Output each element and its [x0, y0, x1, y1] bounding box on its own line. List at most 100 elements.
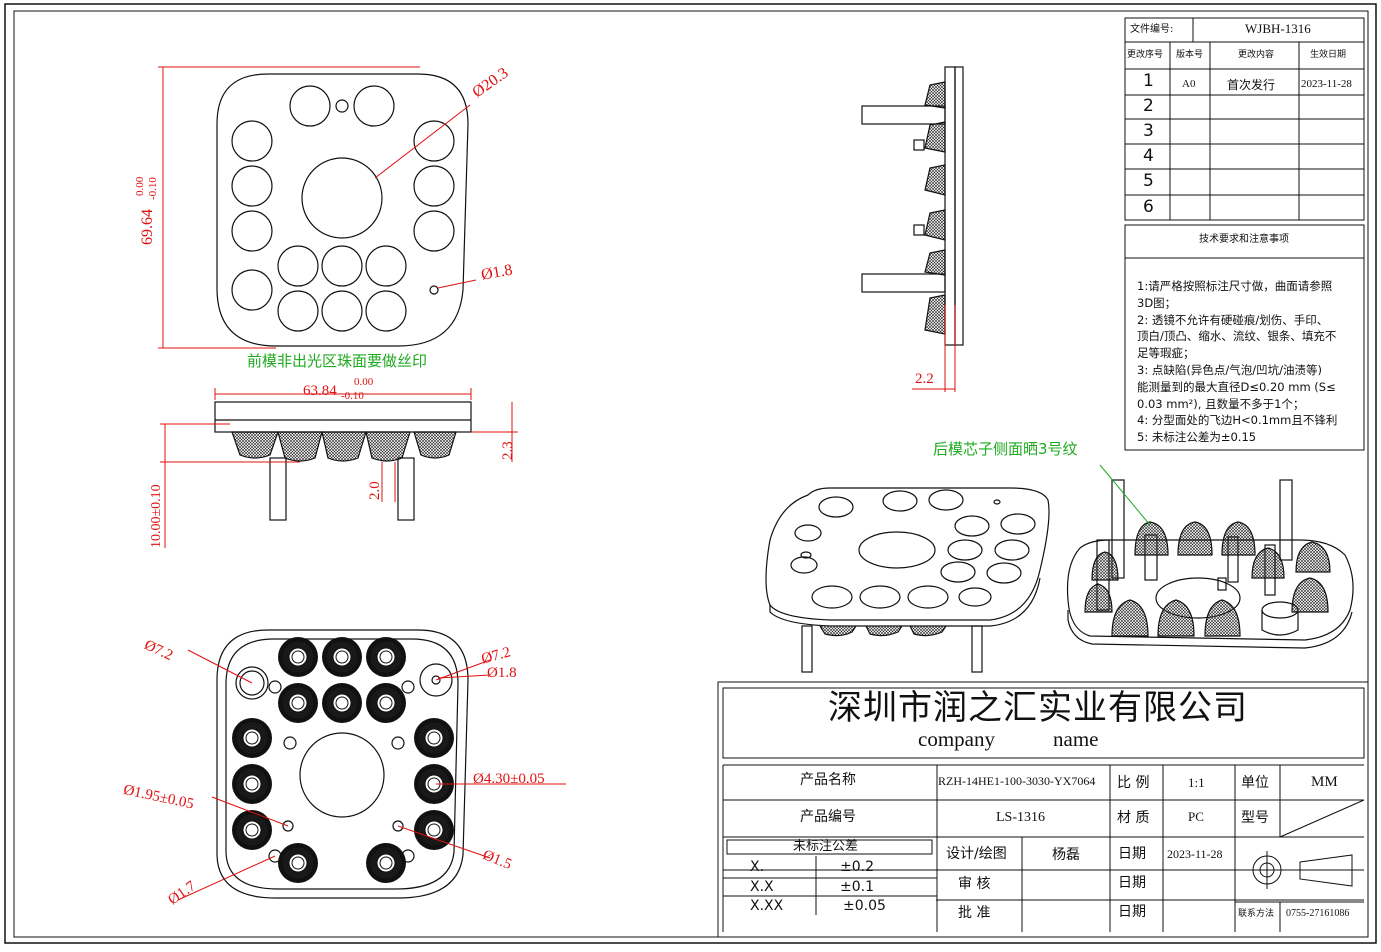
designer-name: 杨磊 — [1052, 847, 1080, 863]
led-lens — [232, 718, 272, 758]
dim-bottom-d18: Ø1.8 — [487, 665, 517, 681]
tech-notes-title: 技术要求和注意事项 — [1199, 234, 1289, 245]
doc-no: WJBH-1316 — [1245, 21, 1311, 36]
rear-mold-note: 后模芯子侧面晒3号纹 — [933, 440, 1078, 458]
tech-note-line: 顶白/顶凸、缩水、流纹、银条、填充不 — [1137, 329, 1337, 344]
side-view-dimensions — [160, 388, 518, 548]
dim-width-tol-lower: -0.10 — [341, 390, 364, 402]
date-value-1: 2023-11-28 — [1167, 847, 1223, 861]
top-view — [216, 73, 469, 347]
top-view-dimensions — [158, 66, 477, 349]
rev-header-version: 版本号 — [1176, 50, 1204, 60]
tolerance-value-2: ±0.1 — [840, 879, 874, 895]
company-name-cn: 深圳市润之汇实业有限公司 — [828, 690, 1248, 727]
rev-row-1-date: 2023-11-28 — [1301, 78, 1352, 90]
company-name-en-1: company — [918, 727, 995, 751]
tech-note-line: 能测量到的最大直径D≤0.20 mm (S≤ — [1137, 379, 1336, 394]
led-lens — [278, 683, 318, 723]
scale-value: 1:1 — [1188, 775, 1205, 790]
product-code: LS-1316 — [996, 810, 1045, 825]
dim-height-tol-lower: -0.10 — [147, 177, 159, 200]
tolerance-value-3: ±0.05 — [843, 898, 886, 914]
iso-view-front — [765, 487, 1050, 673]
led-lens — [366, 843, 406, 883]
tech-note-line: 足等瑕疵； — [1137, 346, 1195, 361]
dim-width-main: 63.84 — [303, 383, 337, 399]
dim-side-view: 2.2 — [915, 371, 934, 387]
rev-row-3-no: 3 — [1143, 121, 1154, 141]
rev-row-6-no: 6 — [1143, 197, 1154, 217]
tolerance-value-1: ±0.2 — [840, 859, 874, 875]
rev-header-no: 更改序号 — [1127, 50, 1164, 60]
led-lens — [414, 764, 454, 804]
front-mold-note: 前模非出光区珠面要做丝印 — [247, 352, 428, 370]
led-lens — [278, 843, 318, 883]
dim-side-height: 10.00±0.10 — [149, 484, 164, 548]
company-name-en-2: name — [1053, 727, 1099, 751]
rev-header-content: 更改内容 — [1238, 50, 1275, 60]
led-lens — [322, 683, 362, 723]
approve-label: 批 准 — [958, 905, 991, 921]
dim-height-tol-upper: 0.00 — [134, 176, 146, 196]
projection-symbol — [1248, 851, 1358, 889]
tech-note-line: 0.03 mm²), 且数量不多于1个； — [1137, 396, 1305, 411]
led-lens — [232, 810, 272, 850]
tech-note-line: 3D图； — [1137, 295, 1177, 310]
rev-header-date: 生效日期 — [1310, 50, 1347, 60]
right-side-dimensions — [912, 305, 956, 392]
date-label-2: 日期 — [1118, 875, 1146, 891]
rev-row-4-no: 4 — [1143, 146, 1154, 166]
rev-row-1-version: A0 — [1182, 78, 1196, 90]
revision-block-lines — [1124, 17, 1365, 451]
tolerance-format-1: X. — [750, 859, 765, 875]
rev-row-5-no: 5 — [1143, 171, 1154, 191]
led-lens — [366, 683, 406, 723]
tolerance-format-2: X.X — [750, 879, 774, 895]
led-lens — [322, 637, 362, 677]
product-name: RZH-14HE1-100-3030-YX7064 — [938, 774, 1096, 788]
tech-note-line: 5: 未标注公差为±0.15 — [1137, 430, 1257, 445]
tech-note-line: 1:请严格按照标注尺寸做，曲面请参照 — [1137, 279, 1333, 293]
dim-height-main: 69.64 — [139, 209, 156, 245]
led-lens — [232, 764, 272, 804]
dim-side-thickness: 2.3 — [500, 441, 516, 460]
dim-bottom-d430: Ø4.30±0.05 — [473, 771, 545, 787]
unit-label: 单位 — [1241, 775, 1269, 791]
rev-row-2-no: 2 — [1143, 96, 1154, 116]
doc-no-label: 文件编号: — [1130, 24, 1174, 35]
material-value: PC — [1188, 809, 1204, 824]
side-view — [214, 401, 472, 521]
bottom-view-dimensions — [177, 649, 566, 901]
led-lens — [278, 637, 318, 677]
led-lens — [414, 810, 454, 850]
tech-note-line: 2: 透镜不允许有硬碰痕/划伤、手印、 — [1137, 312, 1329, 327]
date-label-3: 日期 — [1118, 904, 1146, 920]
bottom-view-lenses — [232, 637, 454, 883]
product-code-label: 产品编号 — [800, 809, 856, 825]
date-label-1: 日期 — [1118, 846, 1146, 862]
review-label: 审 核 — [958, 876, 991, 892]
inner-border — [13, 10, 1369, 938]
dim-width-tol-upper: 0.00 — [354, 376, 374, 388]
outer-border — [4, 3, 1377, 944]
product-name-label: 产品名称 — [800, 772, 856, 788]
contact-value: 0755-27161086 — [1286, 908, 1350, 919]
rear-mold-leader — [1099, 464, 1151, 526]
iso-view-back — [1066, 479, 1354, 649]
material-label: 材 质 — [1117, 810, 1150, 826]
contact-label: 联系方法 — [1238, 909, 1275, 919]
rev-row-1-content: 首次发行 — [1227, 78, 1276, 92]
unit-value: MM — [1311, 774, 1338, 790]
right-side-view — [861, 66, 964, 346]
tech-notes-list: 1:请严格按照标注尺寸做，曲面请参照 3D图； 2: 透镜不允许有硬碰痕/划伤、… — [1137, 278, 1337, 446]
title-block-lines — [717, 681, 1369, 938]
scale-label: 比 例 — [1117, 775, 1150, 791]
dim-side-step: 2.0 — [367, 481, 383, 500]
design-label: 设计/绘图 — [946, 846, 1007, 862]
tech-note-line: 4: 分型面处的飞边H<0.1mm且不锋利 — [1137, 413, 1338, 428]
rev-row-1-no: 1 — [1143, 71, 1154, 91]
led-lens — [366, 637, 406, 677]
led-lens — [414, 718, 454, 758]
